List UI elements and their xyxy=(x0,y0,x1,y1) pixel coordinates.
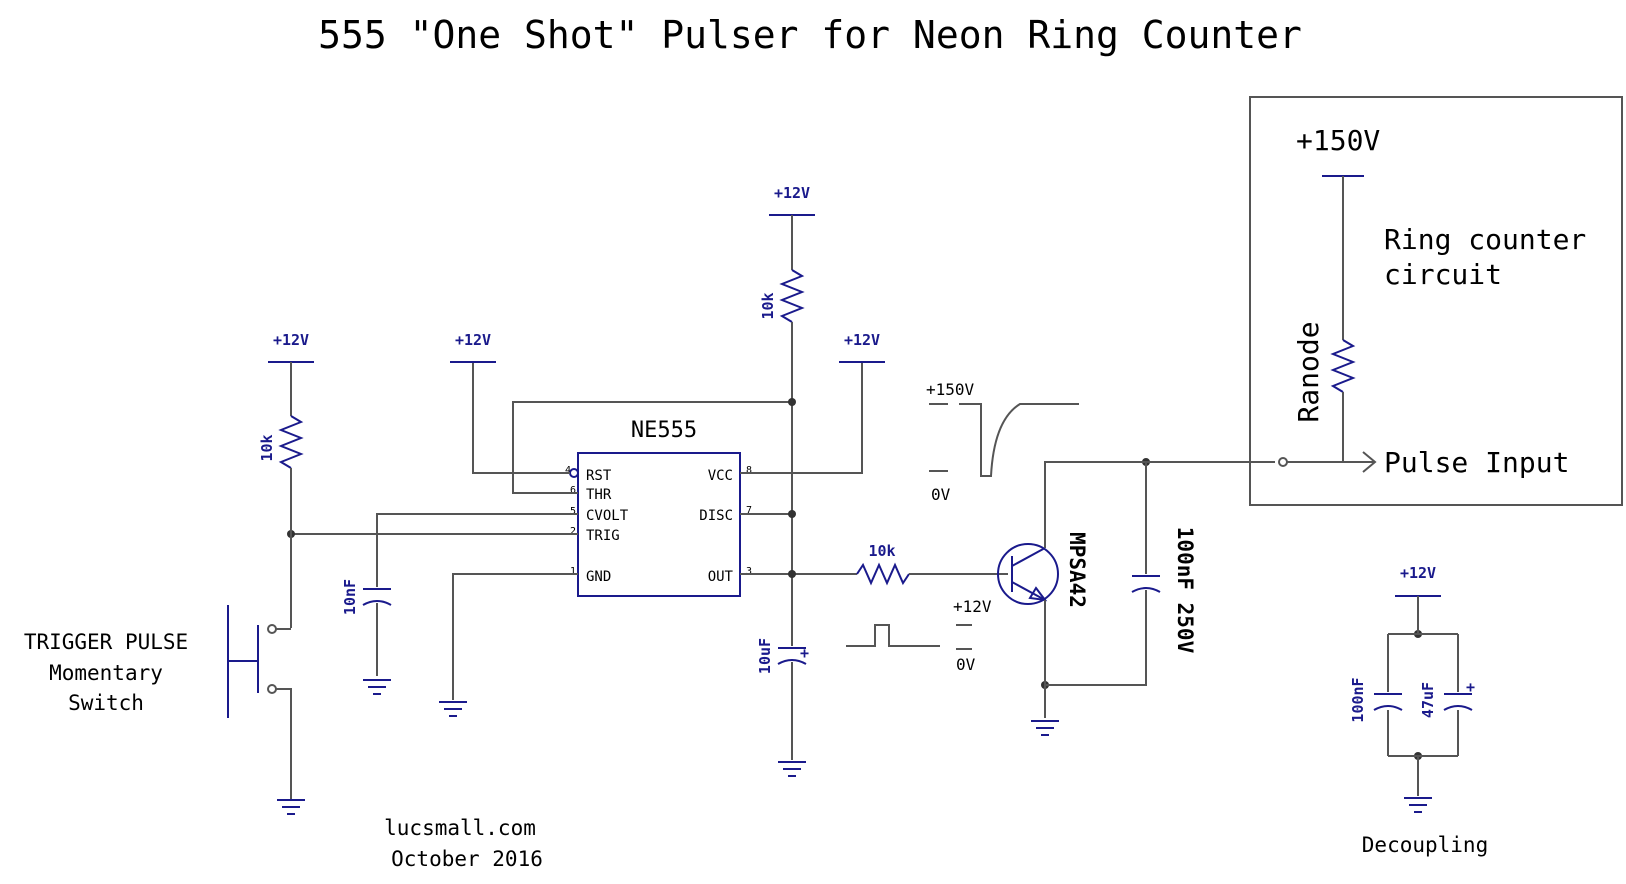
ic-wiring xyxy=(291,338,863,760)
pin-label-disc: DISC xyxy=(699,508,733,524)
pin-num-3: 3 xyxy=(746,566,752,577)
ring-counter-label-line1: Ring counter xyxy=(1384,223,1586,256)
junction-dot xyxy=(788,398,796,406)
waveform-low-label: 0V xyxy=(931,485,951,504)
decoupling-network: 100nF 47uF + xyxy=(1349,596,1475,796)
supply-label: +12V xyxy=(774,184,810,202)
switch-label-line2: Momentary xyxy=(49,661,163,685)
lv-waveform: +12V 0V xyxy=(846,597,992,674)
ne555-chip: NE555 RST THR CVOLT TRIG GND 4 6 5 2 1 V… xyxy=(565,418,752,597)
pin-num-6: 6 xyxy=(570,485,576,496)
disc-resistor: 10k xyxy=(759,215,805,338)
resistor-label: 10k xyxy=(868,542,895,560)
supply-rail-decoupling: +12V xyxy=(1395,564,1441,597)
capacitor-label: 100nF xyxy=(1349,677,1367,722)
supply-rail-vcc: +12V xyxy=(839,331,885,363)
waveform-high-label: +150V xyxy=(926,380,975,399)
pin-label-out: OUT xyxy=(708,569,734,585)
supply-rail-rst: +12V xyxy=(450,331,496,363)
ic-name: NE555 xyxy=(631,418,697,443)
switch-label-line3: Switch xyxy=(68,691,144,715)
pin-num-7: 7 xyxy=(746,505,752,516)
base-resistor: 10k xyxy=(856,542,1008,586)
capacitor-label: 47uF xyxy=(1419,682,1437,718)
ring-counter-label-line2: circuit xyxy=(1384,258,1502,291)
supply-label: +12V xyxy=(273,331,309,349)
pin-label-cvolt: CVOLT xyxy=(586,508,629,524)
timing-capacitor: + 10uF xyxy=(756,638,809,674)
pin-num-1: 1 xyxy=(570,566,576,577)
waveform-high-label: +12V xyxy=(953,597,992,616)
junction-dot xyxy=(788,510,796,518)
pin-label-vcc: VCC xyxy=(708,468,733,484)
pin-label-thr: THR xyxy=(586,487,612,503)
ground-symbol xyxy=(1404,797,1432,813)
hv-capacitor: 100nF 250V xyxy=(1131,462,1197,654)
pin-num-8: 8 xyxy=(746,465,752,476)
supply-rail-disc: +12V xyxy=(769,184,815,216)
decoupling-label: Decoupling xyxy=(1362,833,1488,857)
junction-dot xyxy=(788,570,796,578)
capacitor-label: 10nF xyxy=(341,579,359,615)
waveform-low-label: 0V xyxy=(956,655,976,674)
cvolt-capacitor: 10nF xyxy=(341,579,392,615)
pin-label-gnd: GND xyxy=(586,569,611,585)
capacitor-plus: + xyxy=(1466,678,1475,696)
supply-label: +12V xyxy=(1400,564,1436,582)
supply-label: +12V xyxy=(844,331,880,349)
switch-label-line1: TRIGGER PULSE xyxy=(24,630,188,654)
pin-num-2: 2 xyxy=(570,526,576,537)
trigger-resistor: 10k xyxy=(258,362,304,628)
ground-symbol xyxy=(439,701,467,717)
transistor-label: MPSA42 xyxy=(1065,532,1089,608)
npn-transistor: MPSA42 xyxy=(997,461,1275,718)
pin-label-trig: TRIG xyxy=(586,528,620,544)
ground-symbol xyxy=(277,799,305,815)
resistor-label: 10k xyxy=(258,434,276,461)
credit-date: October 2016 xyxy=(391,847,543,871)
resistor-label: 10k xyxy=(759,292,777,319)
ring-counter-block: +150V Ring counter circuit Ranode Pulse … xyxy=(1249,96,1623,506)
hv-waveform: +150V 0V xyxy=(926,380,1079,504)
ground-symbol xyxy=(363,679,391,695)
supply-rail-trigger: +12V xyxy=(268,331,314,363)
pin-label-rst: RST xyxy=(586,468,612,484)
momentary-switch xyxy=(227,605,292,800)
ranode-label: Ranode xyxy=(1292,321,1325,422)
ground-symbol xyxy=(778,761,806,777)
supply-label: +12V xyxy=(455,331,491,349)
ground-symbol xyxy=(1031,720,1059,736)
capacitor-label: 100nF 250V xyxy=(1173,527,1197,654)
credit-site: lucsmall.com xyxy=(384,816,536,840)
pulse-input-label: Pulse Input xyxy=(1384,446,1569,479)
pin-num-5: 5 xyxy=(570,506,576,517)
capacitor-label: 10uF xyxy=(756,638,774,674)
page-title: 555 "One Shot" Pulser for Neon Ring Coun… xyxy=(318,13,1302,57)
capacitor-plus: + xyxy=(800,644,809,662)
ring-counter-supply: +150V xyxy=(1296,124,1380,157)
pin-num-4: 4 xyxy=(565,465,571,476)
